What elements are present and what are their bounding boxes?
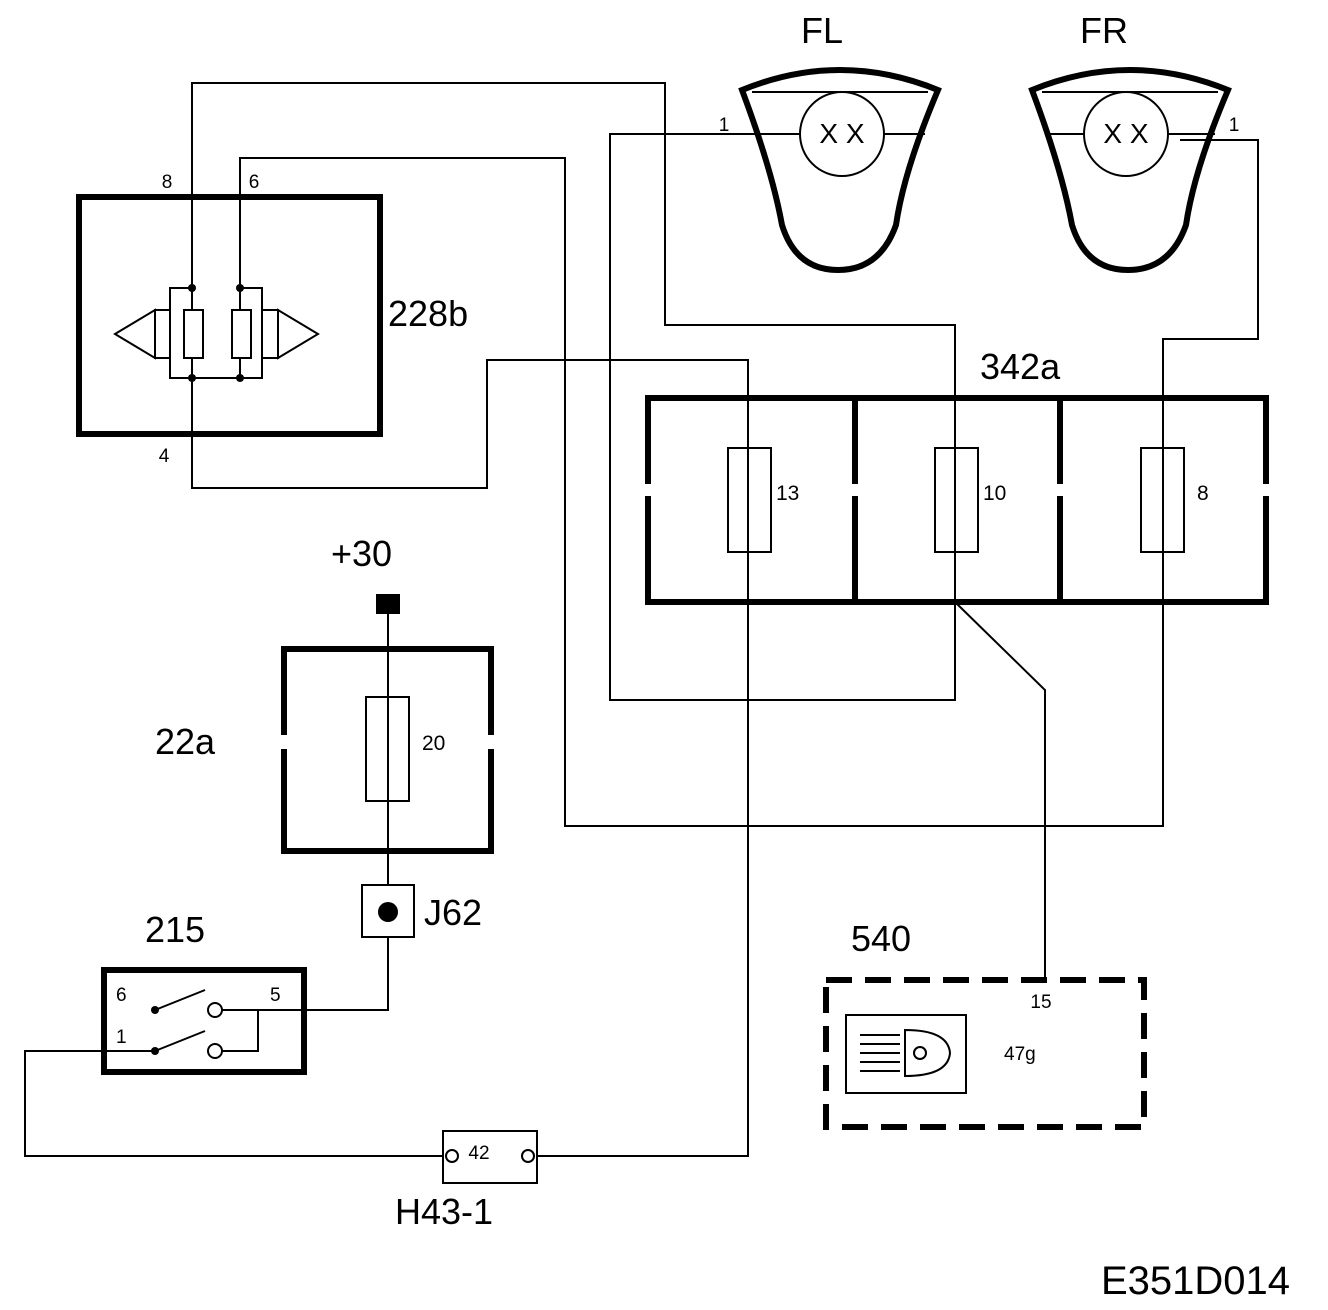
fusebox-22a-label: 22a <box>155 721 216 762</box>
lamp-fr-symbol: X X <box>1103 118 1148 149</box>
switch-215-box <box>101 967 307 1075</box>
wires <box>24 82 1259 1157</box>
switch-228b-label: 228b <box>388 293 468 334</box>
supply-terminal: +30 <box>331 533 400 614</box>
lamp-fl-symbol: X X <box>819 118 864 149</box>
switch-228b-pin-4: 4 <box>159 446 170 467</box>
switch-228b-pin-8: 8 <box>162 172 173 193</box>
wire-228b-8-to-fuse-10 <box>191 82 956 448</box>
switch-228b-pin-6: 6 <box>249 172 260 193</box>
wire-228b-4-to-fuse-13 <box>191 359 749 489</box>
fusebox-342a: 13 10 8 342a <box>640 346 1274 605</box>
fusebox-22a-fuse: 20 <box>422 732 445 755</box>
wire-j62-to-215-pin5 <box>306 937 389 1011</box>
switch-215: 215 6 5 1 <box>101 909 307 1075</box>
wire-h43-to-215-pin1 <box>24 1050 443 1157</box>
switch-215-label: 215 <box>145 909 205 950</box>
module-540-sublabel: 47g <box>1004 1044 1036 1065</box>
module-540-box <box>823 977 1147 1130</box>
switch-228b-box <box>76 194 383 437</box>
connector-h43: 42 H43-1 <box>395 1130 538 1232</box>
arrow-right-icon <box>277 308 320 360</box>
wire-fuse-13-to-h43 <box>537 552 749 1157</box>
arrow-left-icon <box>113 308 156 360</box>
module-540-label: 540 <box>851 918 911 959</box>
fusebox-342a-fuse-13: 13 <box>776 482 799 505</box>
supply-terminal-icon <box>376 594 400 614</box>
fusebox-342a-label: 342a <box>980 346 1061 387</box>
junction-j62: J62 <box>361 884 482 938</box>
switch-215-pin-6: 6 <box>116 985 127 1006</box>
switch-215-pin-5: 5 <box>270 985 281 1006</box>
lamp-fl: X X FL 1 <box>719 10 942 274</box>
junction-dot-icon <box>188 284 196 292</box>
wire-228b-6-to-fuse-8 <box>239 157 1164 827</box>
fuse-icon <box>727 447 772 553</box>
lamp-fl-icon <box>738 67 942 274</box>
wire-fuse-10-to-fl <box>609 133 956 701</box>
headlamp-icon <box>860 1028 952 1078</box>
module-540: 540 15 47g <box>823 918 1147 1130</box>
lamp-fr-label: FR <box>1080 10 1128 51</box>
wire-fr-to-fuse-8 <box>1162 139 1259 448</box>
switch-228b: 228b 8 6 4 <box>76 172 468 467</box>
wire-342a-to-540 <box>954 601 1046 978</box>
lamp-fl-label: FL <box>801 10 843 51</box>
connector-h43-pin: 42 <box>468 1143 489 1164</box>
junction-j62-dot <box>378 902 398 922</box>
supply-label: +30 <box>331 533 392 574</box>
drawing-code: E351D014 <box>1101 1259 1290 1303</box>
fusebox-342a-fuse-10: 10 <box>983 482 1006 505</box>
lamp-fr: X X FR 1 <box>1028 10 1240 274</box>
module-540-pin: 15 <box>1030 992 1051 1013</box>
fusebox-22a-box <box>281 646 494 854</box>
junction-j62-label: J62 <box>424 892 482 933</box>
fusebox-22a: 20 22a <box>155 646 499 854</box>
connector-h43-label: H43-1 <box>395 1191 493 1232</box>
fusebox-342a-fuse-8: 8 <box>1197 482 1209 505</box>
lamp-fr-pin: 1 <box>1229 115 1240 136</box>
fusebox-342a-box <box>645 395 1269 605</box>
lamp-fl-pin: 1 <box>719 115 730 136</box>
lamp-fr-icon <box>1028 67 1232 274</box>
switch-215-pin-1: 1 <box>116 1027 127 1048</box>
